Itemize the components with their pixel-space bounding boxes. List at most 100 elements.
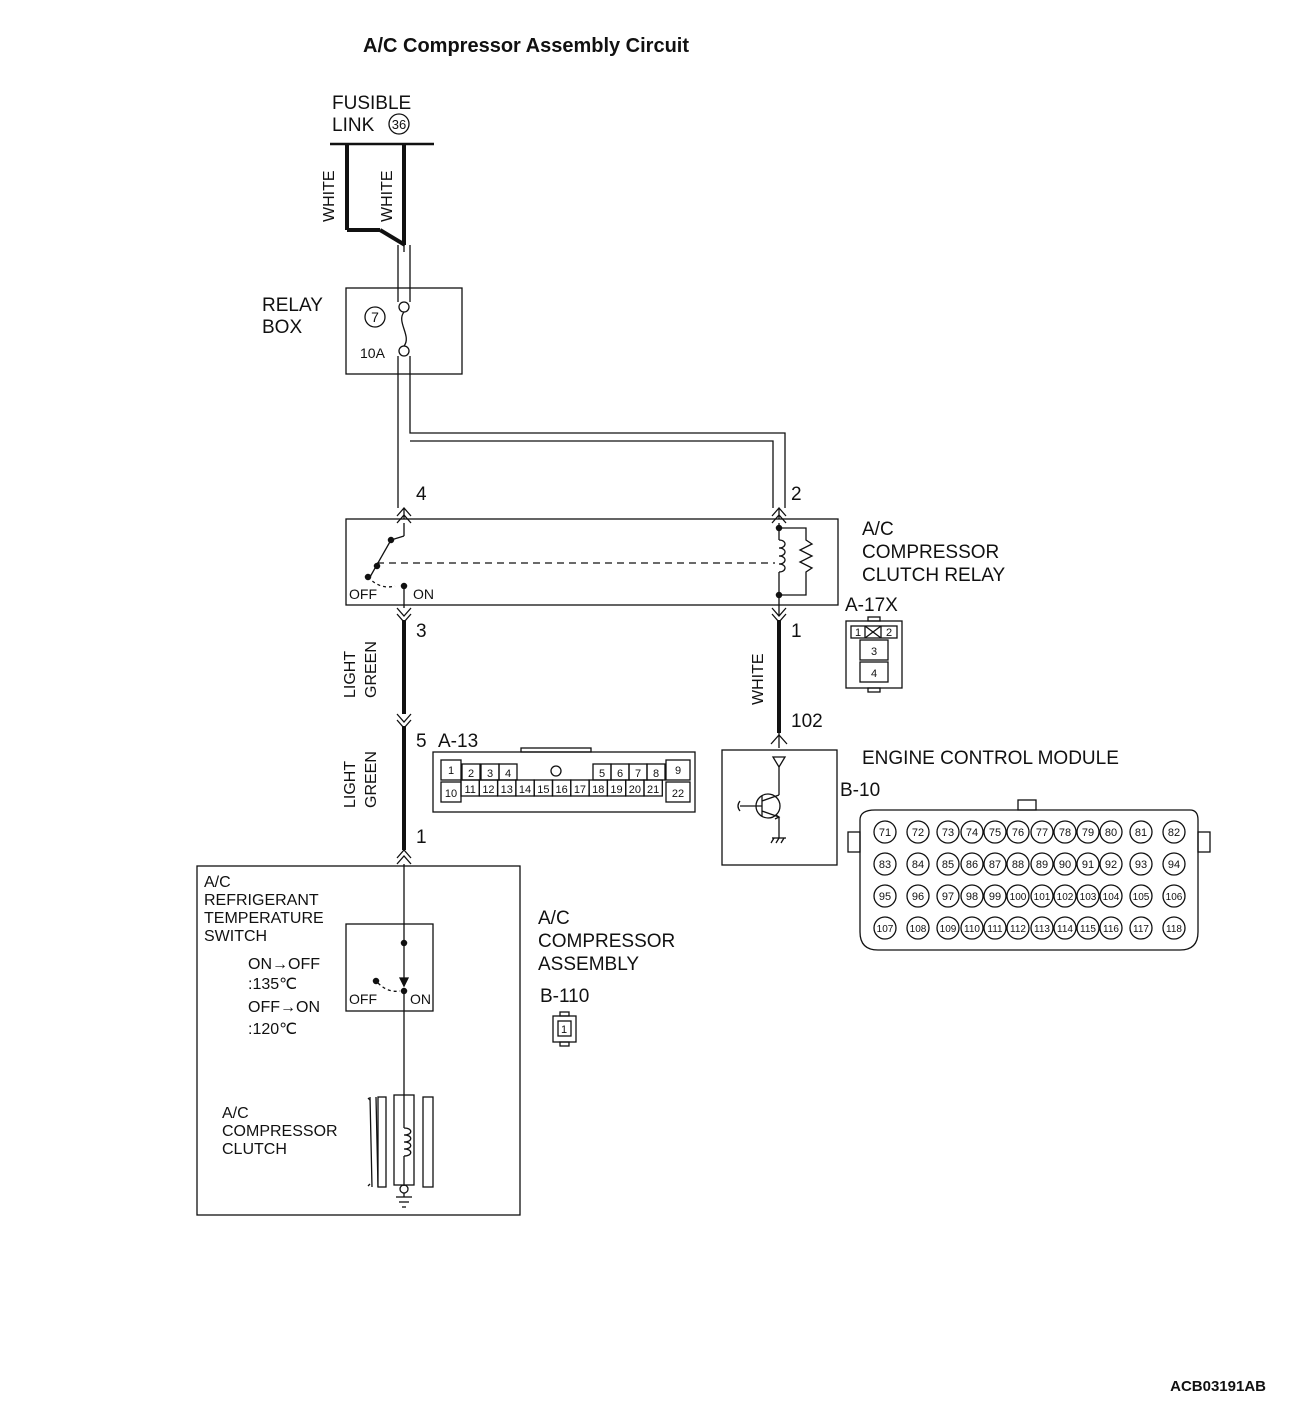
relay-connector-face [845, 616, 903, 693]
fusible-link-label-line1: FUSIBLE [332, 93, 411, 114]
ecm-pin-label: 83 [879, 859, 891, 871]
wire-color-light-green-lower-1: LIGHT [342, 761, 359, 808]
compressor-assembly: A/C COMPRESSOR ASSEMBLY B-110 1 A/C REFR… [196, 864, 675, 1216]
switch-spec-2: :135℃ [248, 976, 297, 993]
ecm-pin-label: 102 [1057, 892, 1074, 903]
ecm-pin-label: 109 [940, 924, 957, 935]
a13-pin-label: 10 [445, 788, 457, 800]
ecm-pin-label: 115 [1080, 924, 1096, 935]
ecm-pin-label: 79 [1082, 827, 1094, 839]
ecm-pin-label: 118 [1166, 924, 1182, 935]
a13-pin-label: 1 [448, 765, 454, 777]
compressor-clutch-relay: A/C COMPRESSOR CLUTCH RELAY OFF ON [345, 518, 1006, 608]
wire-color-right-white: WHITE [379, 170, 396, 222]
ecm-pin-label: 116 [1103, 924, 1119, 935]
wire-color-light-green-upper-1: LIGHT [342, 651, 359, 698]
wire-color-light-green-upper-2: GREEN [363, 641, 380, 698]
a13-pin-label: 9 [675, 765, 681, 777]
ecm-pin-label: 114 [1057, 924, 1073, 935]
switch-label-line1: A/C [204, 874, 231, 891]
ecm-pin-label: 103 [1080, 892, 1097, 903]
relay-connector-id: A-17X [845, 595, 898, 616]
ecm-pin-label: 100 [1010, 892, 1027, 903]
assembly-connector-id: B-110 [540, 986, 589, 1007]
ecm-pin-label: 95 [879, 891, 891, 903]
a13-pin-label: 12 [482, 784, 494, 796]
switch-spec-1: ON→OFF [248, 956, 320, 973]
ecm-pin-label: 77 [1036, 827, 1048, 839]
ecm-pin-label: 89 [1036, 859, 1048, 871]
relay-on-label: ON [413, 586, 434, 602]
ecm-connector-id: B-10 [840, 780, 880, 801]
relay-pin-2-connector-icon [771, 507, 787, 524]
a13-pin-label: 21 [647, 784, 659, 796]
a13-pin-label: 20 [629, 784, 641, 796]
ecm-pin-label: 94 [1168, 859, 1180, 871]
switch-spec-3: OFF→ON [248, 999, 320, 1016]
ecm-pin-label: 72 [912, 827, 924, 839]
transistor-icon [737, 756, 787, 844]
switch-on-label: ON [410, 991, 431, 1007]
ecm-pin-label: 75 [989, 827, 1001, 839]
ecm-pin-label: 80 [1105, 827, 1117, 839]
clutch-label-line2: COMPRESSOR [222, 1123, 338, 1140]
ground-icon [396, 1184, 412, 1208]
a13-pin-label: 4 [505, 768, 511, 780]
ecm-connector-face [847, 799, 1211, 951]
ecm-pin-connector-icon [770, 733, 788, 748]
switch-label-line2: REFRIGERANT [204, 892, 319, 909]
a13-pin-label: 11 [464, 784, 475, 796]
a13-connector-face [432, 747, 696, 813]
ecm-pin-label: 105 [1133, 892, 1150, 903]
relay-box: RELAY BOX 7 10A [262, 287, 463, 375]
fuse-number: 7 [371, 309, 379, 325]
junction-connector-icon [396, 713, 412, 729]
ecm-pin-label: 73 [942, 827, 954, 839]
ecm-pin-label: 84 [912, 859, 924, 871]
a13-pin-label: 22 [672, 788, 684, 800]
diagram-title: A/C Compressor Assembly Circuit [363, 35, 689, 57]
a13-pin-label: 5 [599, 768, 605, 780]
wire-color-light-green-lower-2: GREEN [363, 751, 380, 808]
fusible-link-label-line2: LINK [332, 115, 375, 136]
a13-pin-label: 8 [653, 768, 659, 780]
ecm-pin-label: 81 [1135, 827, 1147, 839]
a13-pin-label: 14 [519, 784, 531, 796]
a13-pin-label: 15 [537, 784, 549, 796]
temperature-switch-icon [372, 924, 410, 1011]
relay-coil-icon [775, 523, 814, 600]
assembly-connector-pin: 1 [561, 1024, 567, 1036]
ecm-pin-label: 92 [1105, 859, 1117, 871]
power-bus-wire [397, 245, 786, 508]
switch-spec-4: :120℃ [248, 1021, 297, 1038]
clutch-label-line3: CLUTCH [222, 1141, 287, 1158]
switch-label-line3: TEMPERATURE [204, 910, 324, 927]
fuse-rating: 10A [360, 345, 386, 361]
fusible-link-number-circle [388, 113, 410, 135]
relay-pin-4-connector-icon [396, 507, 412, 524]
fusible-link-wires [345, 144, 407, 247]
junction-pin-label: 5 [416, 731, 427, 752]
ecm-pin-label: 85 [942, 859, 954, 871]
ecm-pin-label: 91 [1082, 859, 1094, 871]
ecm-pin-label: 87 [989, 859, 1001, 871]
clutch-label-line1: A/C [222, 1105, 249, 1122]
assembly-label-line2: COMPRESSOR [538, 931, 675, 952]
assembly-connector-face [552, 1011, 577, 1047]
assembly-pin-label: 1 [416, 827, 427, 848]
relay-connector-pin-4: 4 [871, 668, 877, 680]
relay-pin-1-connector-icon [771, 600, 787, 623]
relay-label-line1: A/C [862, 519, 894, 540]
relay-box-label-line2: BOX [262, 317, 302, 338]
engine-control-module: ENGINE CONTROL MODULE B-10 [721, 748, 1119, 866]
junction-connector-id: A-13 [438, 731, 478, 752]
figure-code: ACB03191AB [1170, 1378, 1266, 1395]
relay-pin-2-label: 2 [791, 484, 802, 505]
relay-off-label: OFF [349, 586, 377, 602]
assembly-label-line3: ASSEMBLY [538, 954, 639, 975]
switch-label-line4: SWITCH [204, 928, 267, 945]
ecm-pin-label: 101 [1034, 892, 1051, 903]
ecm-pin-label: 88 [1012, 859, 1024, 871]
